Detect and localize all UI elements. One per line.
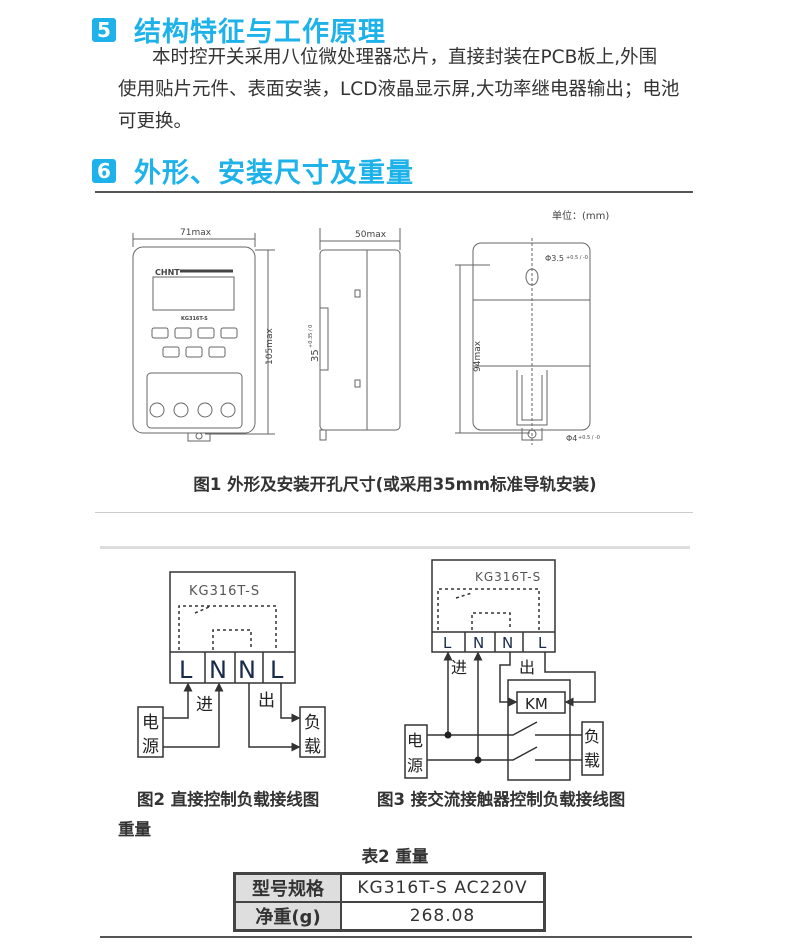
- section-number-badge: 5: [92, 17, 116, 42]
- junction-dots: [444, 731, 482, 764]
- back-view-outline: [472, 242, 591, 431]
- fig3-terminal: N: [473, 634, 484, 652]
- figure-3-diagram: [404, 559, 604, 781]
- fig3-terminal: N: [502, 634, 513, 652]
- bottom-hole-tolerance: +0.5 / -0: [578, 435, 600, 441]
- paragraph-line: 本时控开关采用八位微处理器芯片，直接封装在PCB板上,外围: [152, 47, 658, 68]
- height-dimension: 105max: [265, 328, 275, 365]
- fig3-in-label: 进: [451, 658, 467, 677]
- section-title: 外形、安装尺寸及重量: [134, 158, 414, 189]
- fig2-power-label: 电: [142, 713, 159, 733]
- figure-1-caption: 图1 外形及安装开孔尺寸(或采用35mm标准导轨安装): [193, 475, 597, 494]
- section-title: 结构特征与工作原理: [134, 17, 386, 48]
- fig2-load-label: 载: [304, 737, 321, 757]
- wiring-diagrams: KG316T-S L N N L 进 出 电 源 负 载 KG316T-S L …: [137, 559, 604, 781]
- rail-dimension: 35: [310, 349, 321, 362]
- depth-dimension: 50max: [355, 230, 387, 240]
- table-key: 净重(g): [233, 901, 342, 932]
- bottom-hole-diameter: Φ4: [566, 434, 577, 443]
- lcd-screen: [152, 276, 235, 311]
- table-value: 268.08: [340, 901, 546, 932]
- fig3-power-label: 源: [407, 756, 423, 775]
- section-6-heading: 6 外形、安装尺寸及重量: [92, 151, 414, 190]
- fig2-terminal: L: [270, 656, 284, 684]
- fig3-model-label: KG316T-S: [475, 570, 541, 584]
- paragraph-line: 使用贴片元件、表面安装，LCD液晶显示屏,大功率继电器输出；电池: [118, 79, 680, 100]
- table-key: 型号规格: [233, 872, 342, 903]
- mount-height-dimension: 94max: [473, 340, 483, 372]
- fig2-power-label: 源: [142, 737, 159, 757]
- brand-logo: CHNT: [155, 268, 180, 277]
- fig2-terminal: N: [209, 656, 227, 684]
- figure-1-dimension-drawing: 71max 105max CHNT KG316T-S 50max 35 +0.3…: [132, 209, 609, 445]
- fig2-terminal: N: [238, 656, 256, 684]
- rail-tolerance: +0.35 / 0: [308, 325, 314, 348]
- figure-3-caption: 图3 接交流接触器控制负载接线图: [377, 790, 626, 809]
- device-buttons: [151, 327, 238, 358]
- section-number-badge: 6: [92, 158, 116, 183]
- divider: [95, 191, 693, 193]
- fig2-terminal: L: [179, 656, 193, 684]
- top-hole-diameter: Φ3.5: [545, 254, 564, 263]
- front-view-outline: [132, 246, 256, 434]
- terminal-screws: [149, 402, 236, 418]
- figure-2-diagram: [137, 571, 326, 758]
- contactor-label: KM: [525, 695, 548, 713]
- table-2-title: 表2 重量: [361, 847, 429, 866]
- paragraph-line: 可更换。: [118, 111, 193, 132]
- unit-label: 单位：(mm): [552, 209, 609, 222]
- table-row: 型号规格 KG316T-S AC220V: [233, 872, 546, 903]
- width-dimension: 71max: [180, 228, 212, 238]
- fig3-terminal: L: [443, 634, 452, 652]
- table-row: 净重(g) 268.08: [233, 901, 546, 932]
- section-5-paragraph: 本时控开关采用八位微处理器芯片，直接封装在PCB板上,外围 使用贴片元件、表面安…: [118, 42, 698, 138]
- fig2-model-label: KG316T-S: [189, 584, 260, 599]
- device-model-label: KG316T-S: [181, 316, 208, 322]
- fig3-load-label: 负: [584, 727, 600, 746]
- fig2-load-label: 负: [304, 713, 321, 733]
- table-value: KG316T-S AC220V: [340, 872, 546, 903]
- weight-table: 型号规格 KG316T-S AC220V 净重(g) 268.08: [233, 872, 546, 932]
- top-hole-tolerance: +0.5 / -0: [566, 255, 588, 261]
- section-5-heading: 5 结构特征与工作原理: [92, 10, 386, 49]
- fig2-in-label: 进: [196, 695, 213, 715]
- fig3-load-label: 载: [584, 751, 600, 770]
- fig2-out-label: 出: [258, 691, 275, 711]
- weight-heading: 重量: [118, 820, 151, 839]
- divider: [100, 546, 690, 549]
- divider: [100, 936, 692, 938]
- divider: [95, 512, 693, 513]
- fig3-power-label: 电: [407, 731, 423, 750]
- fig3-out-label: 出: [519, 658, 535, 677]
- side-view-outline: [319, 249, 401, 431]
- figure-2-caption: 图2 直接控制负载接线图: [137, 790, 320, 809]
- fig3-terminal: L: [538, 634, 547, 652]
